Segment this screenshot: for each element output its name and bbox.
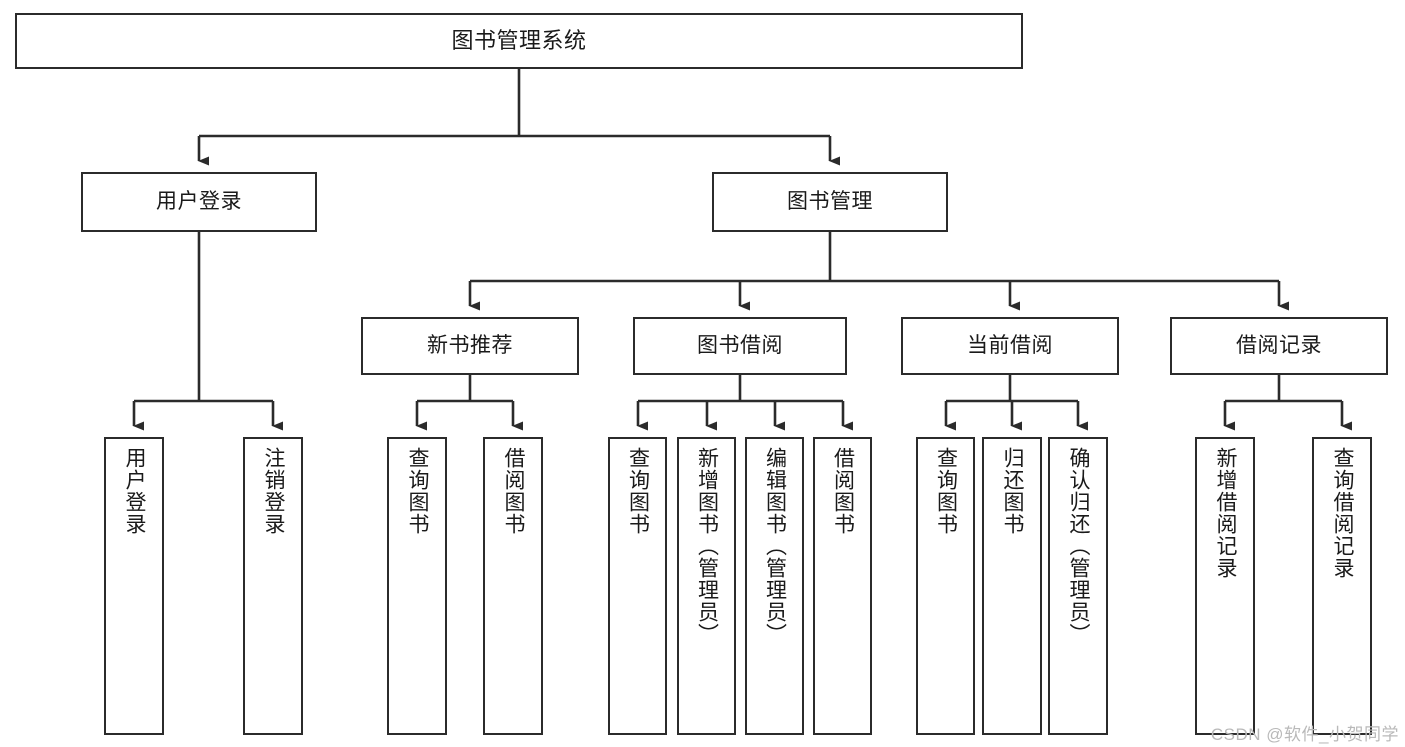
- node-label: 图书管理系统: [451, 28, 587, 54]
- node-label: 当前借阅: [967, 333, 1053, 357]
- node-leaf-rec-borrow-book[interactable]: 借阅图书: [483, 437, 543, 735]
- node-leaf-user-login[interactable]: 用户登录: [104, 437, 164, 735]
- node-leaf-record-add[interactable]: 新增借阅记录: [1195, 437, 1255, 735]
- node-leaf-borrow-edit-book[interactable]: 编辑图书（管理员）: [745, 437, 804, 735]
- node-new-book-rec[interactable]: 新书推荐: [361, 317, 579, 375]
- node-current-borrow[interactable]: 当前借阅: [901, 317, 1119, 375]
- node-label: 查询图书: [406, 447, 430, 535]
- node-leaf-current-confirm-return[interactable]: 确认归还（管理员）: [1048, 437, 1108, 735]
- node-leaf-current-query-book[interactable]: 查询图书: [916, 437, 975, 735]
- node-label: 确认归还（管理员）: [1067, 447, 1091, 645]
- node-label: 借阅图书: [831, 447, 855, 535]
- node-label: 查询图书: [934, 447, 958, 535]
- node-leaf-record-query[interactable]: 查询借阅记录: [1312, 437, 1372, 735]
- node-label: 新增借阅记录: [1214, 447, 1238, 579]
- node-label: 查询图书: [626, 447, 650, 535]
- node-user-login[interactable]: 用户登录: [81, 172, 317, 232]
- node-label: 编辑图书（管理员）: [763, 447, 787, 645]
- node-leaf-borrow-add-book[interactable]: 新增图书（管理员）: [677, 437, 736, 735]
- node-label: 查询借阅记录: [1331, 447, 1355, 579]
- node-label: 用户登录: [156, 189, 242, 213]
- node-root[interactable]: 图书管理系统: [15, 13, 1023, 69]
- node-label: 注销登录: [262, 447, 286, 535]
- node-label: 归还图书: [1001, 447, 1025, 535]
- node-borrow-record[interactable]: 借阅记录: [1170, 317, 1388, 375]
- node-label: 图书借阅: [697, 333, 783, 357]
- node-leaf-current-return-book[interactable]: 归还图书: [982, 437, 1042, 735]
- node-leaf-rec-query-book[interactable]: 查询图书: [387, 437, 447, 735]
- node-leaf-user-logout[interactable]: 注销登录: [243, 437, 303, 735]
- node-leaf-borrow-borrow-book[interactable]: 借阅图书: [813, 437, 872, 735]
- node-book-manage[interactable]: 图书管理: [712, 172, 948, 232]
- node-label: 用户登录: [123, 447, 147, 535]
- node-book-borrow[interactable]: 图书借阅: [633, 317, 847, 375]
- csdn-watermark: CSDN @软件_小贺同学: [1210, 725, 1399, 744]
- node-label: 新增图书（管理员）: [695, 447, 719, 645]
- node-label: 借阅记录: [1236, 333, 1322, 357]
- node-leaf-borrow-query-book[interactable]: 查询图书: [608, 437, 667, 735]
- node-label: 图书管理: [787, 189, 873, 213]
- node-label: 借阅图书: [502, 447, 526, 535]
- node-label: 新书推荐: [427, 333, 513, 357]
